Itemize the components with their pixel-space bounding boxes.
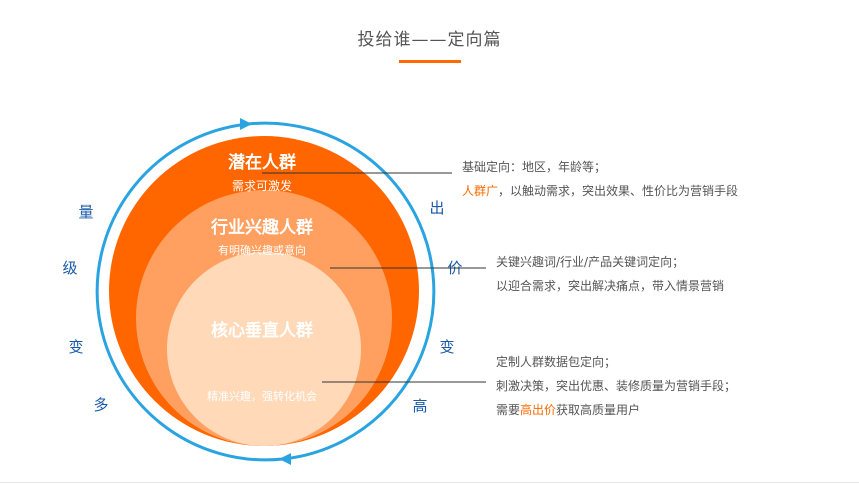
note-2-line-1: 关键兴趣词/行业/产品关键词定向； [496,255,685,269]
note-1-line-2-rest: ，以触动需求，突出效果、性价比为营销手段 [498,184,739,198]
left-arc-arrowhead-icon [240,118,252,130]
bottom-divider [0,482,859,483]
note-potential-audience: 基础定向：地区，年龄等； 人群广，以触动需求，突出效果、性价比为营销手段 [462,155,738,203]
note-3-line-3-pre: 需要 [496,403,521,417]
left-arc-char-1: 量 [78,203,93,221]
right-arc-char-3: 变 [439,338,454,356]
right-arc-arrowhead-icon [279,453,291,465]
inner-circle [167,252,361,446]
note-2-line-2: 以迎合需求，突出解决痛点，带入情景营销 [496,279,725,293]
note-3-line-3: 需要高出价获取高质量用户 [496,398,736,422]
layer-3-title: 核心垂直人群 [211,320,313,341]
layer-1-title: 潜在人群 [228,152,296,173]
note-core-audience: 定制人群数据包定向； 刺激决策，突出优惠、装修质量为营销手段； 需要高出价获取高… [496,350,736,422]
page-title: 投给谁——定向篇 [357,30,502,50]
left-arc-char-3: 变 [68,338,83,356]
note-3-line-2: 刺激决策，突出优惠、装修质量为营销手段； [496,379,737,393]
note-3-line-1: 定制人群数据包定向； [496,355,617,369]
note-3-highlight: 高出价 [520,403,557,417]
right-arc-char-1: 出 [429,199,444,217]
note-3-line-3-post: 获取高质量用户 [556,403,641,417]
right-arc [247,121,436,461]
layer-2-title: 行业兴趣人群 [210,217,313,238]
note-1-highlight: 人群广 [462,184,499,198]
layer-2-subtitle: 有明确兴趣或意向 [218,243,306,257]
layer-3-subtitle: 精准兴趣，强转化机会 [207,389,317,403]
title-underline [399,60,461,63]
note-1-line-2: 人群广，以触动需求，突出效果、性价比为营销手段 [462,179,738,203]
left-arc-char-2: 级 [62,259,77,277]
right-arc-char-4: 高 [412,397,427,415]
layer-1-subtitle: 需求可激发 [232,178,292,193]
note-1-line-1: 基础定向：地区，年龄等； [462,160,607,174]
left-arc [95,122,284,462]
note-interest-audience: 关键兴趣词/行业/产品关键词定向； 以迎合需求，突出解决痛点，带入情景营销 [496,250,724,298]
left-arc-char-4: 多 [93,396,108,414]
